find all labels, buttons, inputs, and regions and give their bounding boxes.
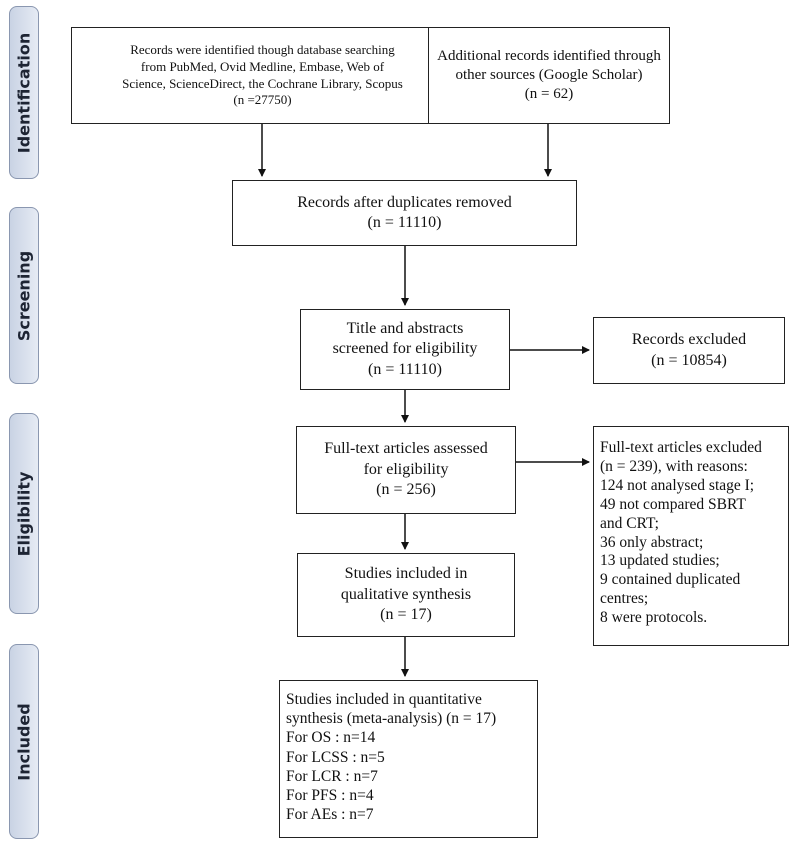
phase-included: Included bbox=[9, 644, 39, 839]
box-records-excluded: Records excluded (n = 10854) bbox=[593, 317, 785, 384]
box-fulltext-excluded: Full-text articles excluded (n = 239), w… bbox=[593, 426, 789, 646]
box-after-duplicates: Records after duplicates removed (n = 11… bbox=[232, 180, 577, 246]
box-fulltext-assessed: Full-text articles assessed for eligibil… bbox=[296, 426, 516, 514]
box-quantitative-synthesis: Studies included in quantitative synthes… bbox=[279, 680, 538, 838]
phase-identification: Identification bbox=[9, 6, 39, 179]
box-title-abstract-screening: Title and abstracts screened for eligibi… bbox=[300, 309, 510, 390]
box-additional-records: Additional records identified through ot… bbox=[428, 27, 670, 124]
phase-eligibility: Eligibility bbox=[9, 413, 39, 614]
box-database-records: Records were identified though database … bbox=[71, 27, 454, 124]
box-qualitative-synthesis: Studies included in qualitative synthesi… bbox=[297, 553, 515, 637]
phase-screening: Screening bbox=[9, 207, 39, 384]
